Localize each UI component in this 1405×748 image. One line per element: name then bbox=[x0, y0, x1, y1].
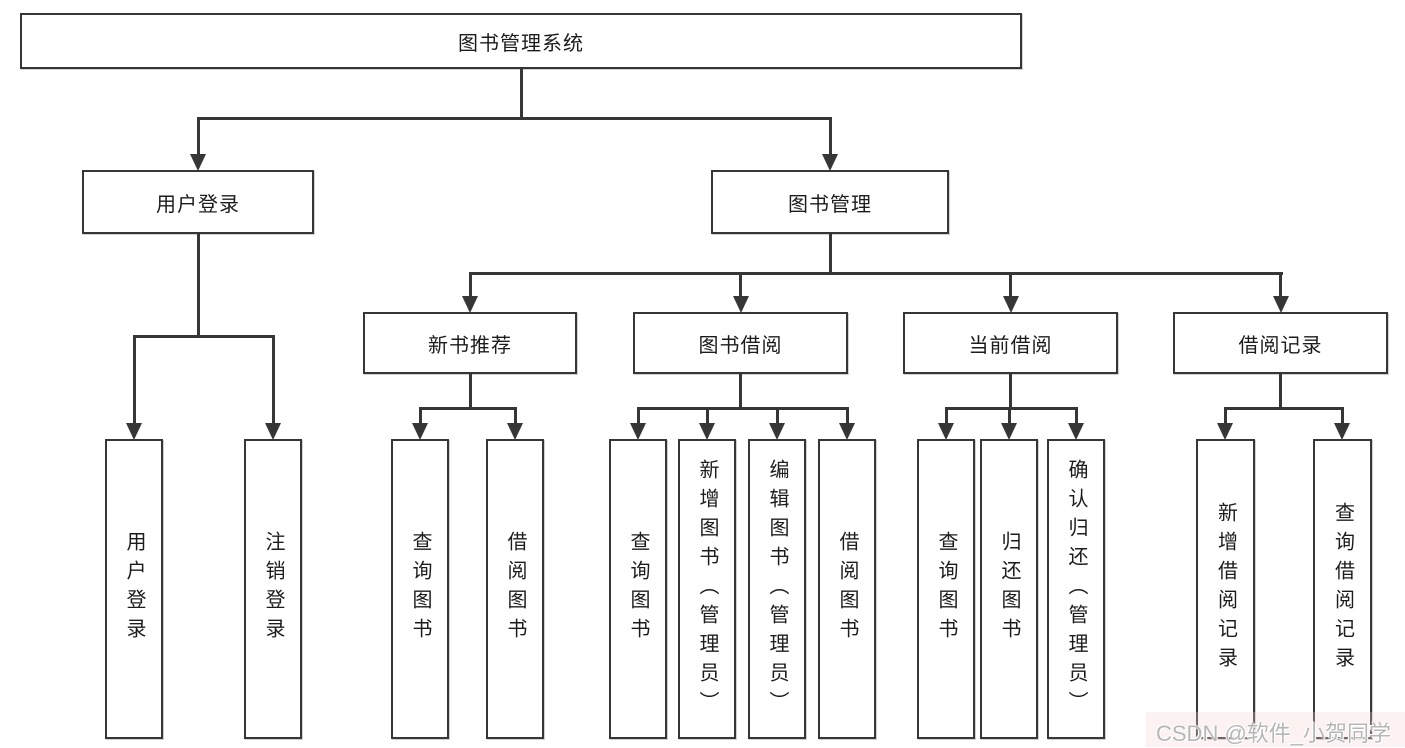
node-user-login-label: 用户登录 bbox=[156, 193, 240, 216]
node-user-login: 用户登录 bbox=[82, 170, 314, 234]
leaf-user-login: 用户登录 bbox=[105, 439, 163, 739]
connector-level2-branch bbox=[196, 117, 832, 120]
leaf-borrow-books-2: 借阅图书 bbox=[818, 439, 876, 739]
node-root-label: 图书管理系统 bbox=[458, 32, 584, 55]
leaf-query-books-current: 查询图书 bbox=[917, 439, 975, 739]
connector-book-mgmt-drop bbox=[828, 117, 832, 156]
arrow-down-icon bbox=[1272, 296, 1289, 313]
leaf-borrow-books-recommend: 借阅图书 bbox=[486, 439, 544, 739]
arrow-down-icon bbox=[938, 423, 954, 440]
arrow-down-icon bbox=[822, 154, 838, 171]
connector-leaf-drop bbox=[1074, 407, 1078, 425]
leaf-add-borrow-record-label: 新增借阅记录 bbox=[1214, 502, 1237, 676]
connector-level3-branch bbox=[468, 272, 1283, 275]
leaf-edit-book-admin: 编辑图书（管理员） bbox=[748, 439, 806, 739]
leaf-return-book: 归还图书 bbox=[980, 439, 1038, 739]
arrow-down-icon bbox=[1217, 423, 1233, 440]
connector-leaf-drop bbox=[775, 407, 779, 425]
node-book-management: 图书管理 bbox=[711, 170, 949, 234]
node-book-borrow: 图书借阅 bbox=[633, 312, 848, 374]
leaf-query-books-current-label: 查询图书 bbox=[935, 531, 957, 647]
leaf-borrow-books-2-label: 借阅图书 bbox=[836, 531, 858, 647]
leaf-logout-label: 注销登录 bbox=[262, 531, 284, 647]
connector-l4-branch bbox=[944, 407, 1078, 410]
connector-leaf-drop bbox=[944, 407, 948, 425]
connector-user-login-stem bbox=[196, 234, 200, 335]
connector-leaf-drop bbox=[705, 407, 709, 425]
connector-l3-stem bbox=[468, 374, 472, 407]
connector-l3-stem bbox=[1009, 374, 1012, 407]
node-new-book-recommend: 新书推荐 bbox=[363, 312, 577, 374]
leaf-confirm-return-admin-label: 确认归还（管理员） bbox=[1065, 458, 1087, 720]
leaf-query-books-recommend-label: 查询图书 bbox=[409, 531, 431, 647]
leaf-add-borrow-record: 新增借阅记录 bbox=[1196, 439, 1255, 739]
node-borrow-records-label: 借阅记录 bbox=[1238, 334, 1323, 357]
watermark-tint bbox=[1146, 712, 1405, 747]
arrow-down-icon bbox=[1002, 296, 1019, 313]
arrow-down-icon bbox=[630, 423, 646, 440]
connector-l3-stem bbox=[1279, 374, 1282, 407]
leaf-add-book-admin-label: 新增图书（管理员） bbox=[696, 458, 718, 720]
arrow-down-icon bbox=[1334, 423, 1350, 440]
arrow-down-icon bbox=[732, 296, 749, 313]
arrow-down-icon bbox=[190, 154, 206, 171]
connector-leaf-drop bbox=[636, 407, 640, 425]
leaf-add-book-admin: 新增图书（管理员） bbox=[678, 439, 736, 739]
connector-l4-branch bbox=[636, 407, 849, 410]
connector-level3-drop bbox=[739, 272, 742, 298]
connector-leaf-drop bbox=[271, 335, 275, 425]
node-new-book-recommend-label: 新书推荐 bbox=[428, 334, 512, 357]
connector-leaf-drop bbox=[418, 407, 422, 425]
leaf-return-book-label: 归还图书 bbox=[998, 531, 1020, 647]
arrow-down-icon bbox=[412, 423, 428, 440]
node-borrow-records: 借阅记录 bbox=[1173, 312, 1388, 374]
connector-user-login-drop bbox=[196, 117, 200, 156]
connector-leaf-drop bbox=[845, 407, 849, 425]
connector-leaf-drop bbox=[1223, 407, 1227, 425]
arrow-down-icon bbox=[1068, 423, 1084, 440]
leaf-query-borrow-record-label: 查询借阅记录 bbox=[1331, 502, 1354, 676]
leaf-query-borrow-record: 查询借阅记录 bbox=[1313, 439, 1372, 739]
connector-leaf-drop bbox=[1007, 407, 1011, 425]
node-current-borrow: 当前借阅 bbox=[903, 312, 1118, 374]
connector-l4-branch bbox=[418, 407, 517, 410]
connector-l4-branch bbox=[1223, 407, 1344, 410]
leaf-user-login-label: 用户登录 bbox=[123, 531, 145, 647]
connector-root-stem bbox=[519, 69, 523, 117]
node-root: 图书管理系统 bbox=[20, 13, 1022, 69]
arrow-down-icon bbox=[699, 423, 715, 440]
arrow-down-icon bbox=[1001, 423, 1017, 440]
leaf-query-books-borrow-label: 查询图书 bbox=[627, 531, 649, 647]
connector-leaf-drop bbox=[132, 335, 136, 425]
arrow-down-icon bbox=[507, 423, 523, 440]
connector-level3-drop bbox=[1279, 272, 1282, 298]
leaf-query-books-borrow: 查询图书 bbox=[609, 439, 667, 739]
leaf-query-books-recommend: 查询图书 bbox=[391, 439, 449, 739]
leaf-edit-book-admin-label: 编辑图书（管理员） bbox=[766, 458, 788, 720]
connector-leaf-drop bbox=[513, 407, 517, 425]
arrow-down-icon bbox=[265, 423, 281, 440]
watermark: CSDN @软件_小贺同学 bbox=[1156, 721, 1392, 746]
leaf-logout: 注销登录 bbox=[244, 439, 302, 739]
leaf-borrow-books-recommend-label: 借阅图书 bbox=[504, 531, 526, 647]
connector-book-mgmt-stem bbox=[828, 234, 832, 274]
connector-level3-drop bbox=[1009, 272, 1012, 298]
node-current-borrow-label: 当前借阅 bbox=[968, 334, 1053, 357]
connector-level3-drop bbox=[468, 272, 472, 298]
arrow-down-icon bbox=[126, 423, 142, 440]
arrow-down-icon bbox=[462, 296, 478, 313]
leaf-confirm-return-admin: 确认归还（管理员） bbox=[1047, 439, 1105, 739]
node-book-borrow-label: 图书借阅 bbox=[698, 334, 783, 357]
arrow-down-icon bbox=[839, 423, 855, 440]
connector-user-login-branch bbox=[132, 335, 275, 338]
arrow-down-icon bbox=[769, 423, 785, 440]
node-book-management-label: 图书管理 bbox=[788, 193, 872, 216]
connector-l3-stem bbox=[739, 374, 742, 407]
connector-leaf-drop bbox=[1340, 407, 1344, 425]
